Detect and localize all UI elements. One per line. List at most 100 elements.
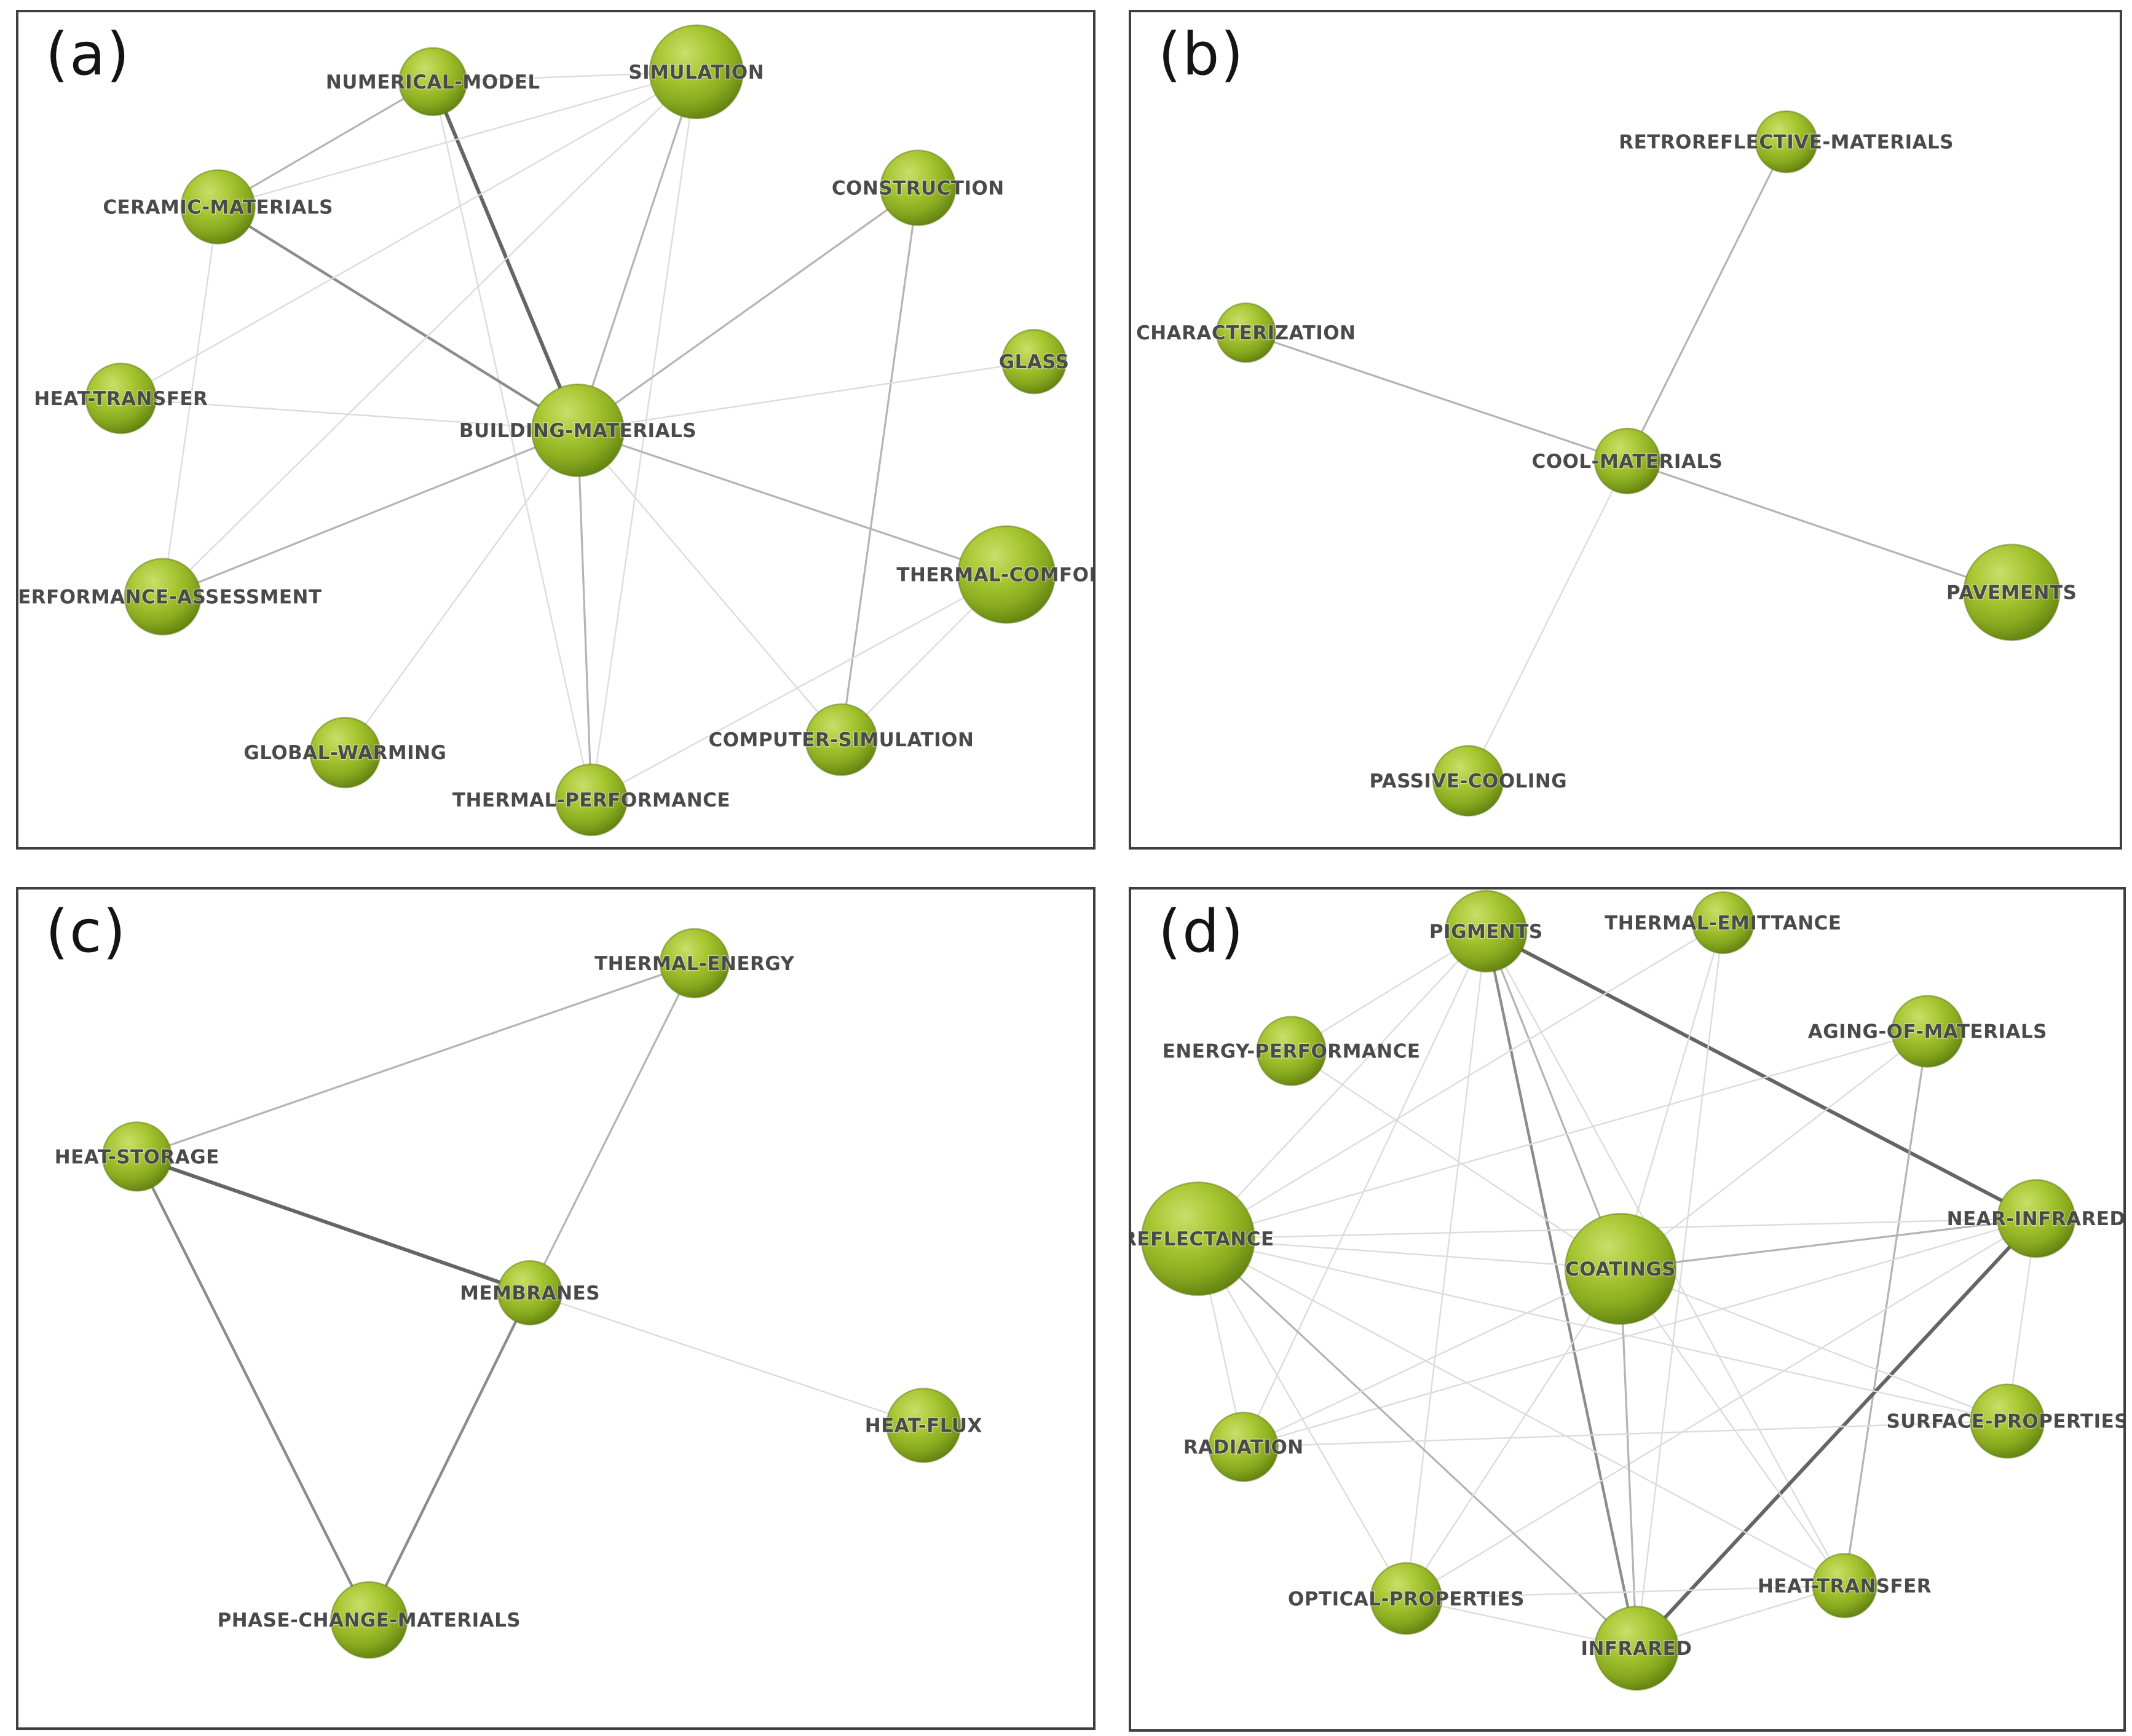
node-computer-simulation xyxy=(805,703,878,776)
node-ceramic-materials xyxy=(180,169,256,245)
node-thermal-comfort xyxy=(957,525,1056,624)
edge-heat-storage-phase-change-materials xyxy=(135,1155,371,1622)
node-phase-change-materials xyxy=(330,1581,408,1659)
node-radiation xyxy=(1208,1411,1279,1482)
node-membranes xyxy=(497,1260,563,1326)
edge-optical-properties-heat-transfer xyxy=(1405,1585,1846,1600)
node-label-heat-transfer: HEAT-TRANSFER xyxy=(34,388,208,410)
node-heat-transfer xyxy=(1812,1553,1877,1619)
edge-simulation-thermal-performance xyxy=(590,71,697,801)
node-simulation xyxy=(649,24,744,119)
node-label-pigments: PIGMENTS xyxy=(1429,921,1543,943)
node-label-global-warming: GLOBAL-WARMING xyxy=(243,742,446,764)
edge-coatings-infrared xyxy=(1619,1268,1638,1649)
node-label-energy-performance: ENERGY-PERFORMANCE xyxy=(1163,1041,1421,1063)
node-construction xyxy=(880,149,957,226)
edge-cool-materials-passive-cooling xyxy=(1467,460,1629,782)
node-aging-of-materials xyxy=(1891,995,1964,1068)
edge-aging-of-materials-reflectance xyxy=(1197,1030,1929,1240)
panel-d: (d) PIGMENTS THERMAL-EMITTANCE ENERGY-PERF… xyxy=(1129,887,2126,1732)
node-label-optical-properties: OPTICAL-PROPERTIES xyxy=(1288,1588,1525,1610)
node-cool-materials xyxy=(1593,427,1661,495)
node-global-warming xyxy=(309,717,381,789)
edge-membranes-phase-change-materials xyxy=(368,1291,532,1622)
edge-near-infrared-radiation xyxy=(1242,1218,2037,1448)
edge-pigments-optical-properties xyxy=(1405,930,1487,1600)
node-label-passive-cooling: PASSIVE-COOLING xyxy=(1369,770,1567,792)
edge-ceramic-materials-performance-assessment xyxy=(162,206,219,598)
edge-heat-storage-membranes xyxy=(135,1154,532,1295)
edge-coatings-optical-properties xyxy=(1405,1268,1622,1600)
node-heat-flux xyxy=(886,1387,961,1463)
node-label-thermal-energy: THERMAL-ENERGY xyxy=(594,953,794,975)
node-label-computer-simulation: COMPUTER-SIMULATION xyxy=(709,729,974,751)
panel-d-label: (d) xyxy=(1158,898,1245,966)
node-label-surface-properties: SURFACE-PROPERTIES xyxy=(1886,1411,2123,1433)
edge-ceramic-materials-simulation xyxy=(217,71,697,208)
node-label-cool-materials: COOL-MATERIALS xyxy=(1532,451,1723,473)
node-label-heat-flux: HEAT-FLUX xyxy=(865,1415,982,1437)
edge-reflectance-infrared xyxy=(1197,1237,1638,1649)
edge-cool-materials-characterization xyxy=(1245,331,1629,462)
node-label-infrared: INFRARED xyxy=(1581,1638,1692,1660)
node-pavements xyxy=(1963,543,2061,641)
edge-building-materials-performance-assessment xyxy=(162,429,579,598)
node-characterization xyxy=(1215,302,1276,363)
node-label-thermal-performance: THERMAL-PERFORMANCE xyxy=(452,789,730,811)
edge-glass-building-materials xyxy=(577,360,1035,432)
panel-c-network: THERMAL-ENERGYHEAT-STORAGEMEMBRANESHEAT-… xyxy=(54,928,983,1659)
edge-construction-building-materials xyxy=(577,186,919,432)
node-label-aging-of-materials: AGING-OF-MATERIALS xyxy=(1808,1021,2047,1043)
edge-thermal-emittance-infrared xyxy=(1635,921,1724,1649)
edge-energy-performance-coatings xyxy=(1290,1050,1622,1270)
node-label-near-infrared: NEAR-INFRARED xyxy=(1947,1208,2123,1230)
node-label-building-materials: BUILDING-MATERIALS xyxy=(459,420,697,442)
node-label-retroreflective-materials: RETROREFLECTIVE-MATERIALS xyxy=(1619,132,1954,154)
edge-reflectance-coatings xyxy=(1197,1237,1622,1270)
node-heat-transfer xyxy=(85,362,157,435)
edge-reflectance-surface-properties xyxy=(1197,1237,2008,1422)
edge-thermal-comfort-thermal-performance xyxy=(590,574,1008,801)
edge-thermal-comfort-building-materials xyxy=(577,429,1008,576)
edge-near-infrared-optical-properties xyxy=(1405,1218,2037,1600)
node-label-thermal-emittance: THERMAL-EMITTANCE xyxy=(1605,912,1841,934)
edge-heat-storage-thermal-energy xyxy=(136,962,696,1158)
edge-numerical-model-thermal-performance xyxy=(432,81,593,801)
edge-coatings-heat-transfer xyxy=(1619,1268,1846,1587)
node-surface-properties xyxy=(1970,1383,2045,1459)
edge-coatings-radiation xyxy=(1242,1268,1622,1448)
node-label-ceramic-materials: CERAMIC-MATERIALS xyxy=(103,197,333,219)
panel-c-label: (c) xyxy=(45,898,127,966)
node-label-numerical-model: NUMERICAL-MODEL xyxy=(326,71,540,93)
panel-b-label: (b) xyxy=(1158,21,1245,89)
edge-radiation-surface-properties xyxy=(1242,1420,2008,1448)
node-retroreflective-materials xyxy=(1755,110,1818,173)
node-passive-cooling xyxy=(1432,744,1504,817)
edge-thermal-emittance-reflectance xyxy=(1197,921,1724,1240)
edge-thermal-energy-membranes xyxy=(529,962,696,1294)
node-label-phase-change-materials: PHASE-CHANGE-MATERIALS xyxy=(218,1609,521,1631)
edge-simulation-building-materials xyxy=(577,71,698,432)
node-glass xyxy=(1001,328,1067,395)
edge-aging-of-materials-coatings xyxy=(1619,1030,1929,1270)
node-label-membranes: MEMBRANES xyxy=(460,1282,600,1304)
node-label-glass: GLASS xyxy=(999,351,1070,373)
node-label-heat-transfer: HEAT-TRANSFER xyxy=(1758,1575,1932,1597)
node-optical-properties xyxy=(1370,1562,1443,1635)
node-infrared xyxy=(1593,1606,1680,1691)
node-label-pavements: PAVEMENTS xyxy=(1946,582,2077,604)
edge-simulation-performance-assessment xyxy=(162,71,697,598)
edge-thermal-emittance-coatings xyxy=(1619,921,1724,1270)
edge-cool-materials-retroreflective-materials xyxy=(1626,141,1788,462)
node-thermal-emittance xyxy=(1691,891,1755,955)
edge-building-materials-computer-simulation xyxy=(577,429,842,741)
edge-near-infrared-coatings xyxy=(1619,1217,2037,1270)
node-building-materials xyxy=(531,383,625,478)
node-performance-assessment xyxy=(124,558,202,636)
edge-pigments-coatings xyxy=(1485,930,1622,1270)
node-pigments xyxy=(1445,890,1528,973)
